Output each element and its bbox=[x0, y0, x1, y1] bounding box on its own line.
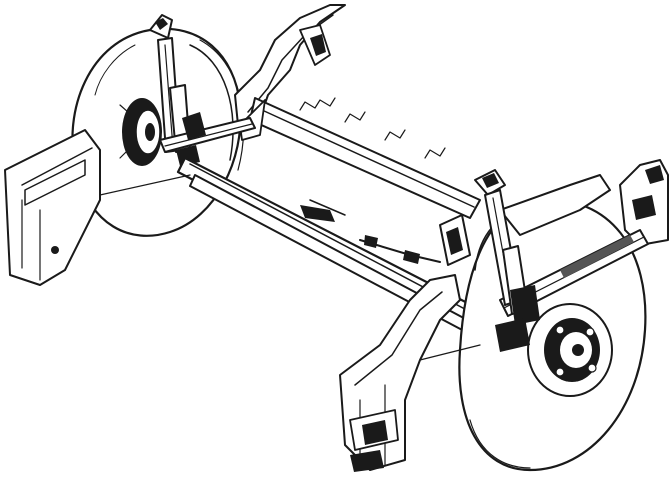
right-brake-hub bbox=[527, 303, 613, 397]
cross-member bbox=[239, 97, 481, 219]
right-near-rail bbox=[339, 274, 481, 472]
left-brake-hub bbox=[119, 98, 162, 166]
left-leaf-spring bbox=[159, 112, 256, 153]
far-chassis-rail bbox=[234, 4, 346, 126]
left-near-rail bbox=[4, 129, 191, 286]
right-shock-absorber bbox=[474, 169, 540, 352]
right-leaf-spring bbox=[499, 229, 649, 317]
left-shock-absorber bbox=[149, 14, 200, 166]
mid-bracket bbox=[439, 214, 471, 266]
centre-link bbox=[359, 235, 441, 264]
right-far-rail bbox=[499, 159, 669, 246]
